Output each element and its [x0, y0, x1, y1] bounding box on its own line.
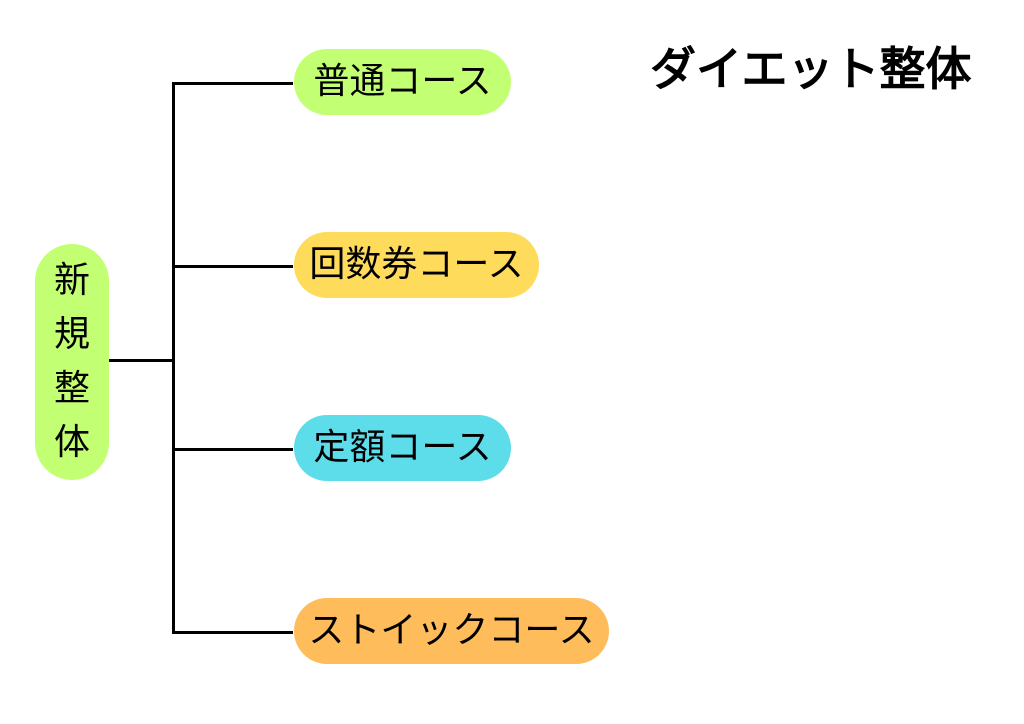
root-node-label: 新規整体 — [53, 260, 90, 463]
connector-branch-4 — [172, 631, 293, 634]
connector-branch-1 — [172, 82, 293, 85]
connector-root-to-trunk — [109, 359, 175, 362]
page-title: ダイエット整体 — [650, 42, 972, 96]
course-node-2-label: 回数券コース — [309, 244, 524, 285]
course-node-4: ストイックコース — [294, 598, 609, 664]
course-node-3-label: 定額コース — [313, 427, 492, 468]
connector-branch-2 — [172, 265, 293, 268]
course-node-1-label: 普通コース — [313, 61, 492, 102]
course-node-2: 回数券コース — [294, 232, 539, 298]
course-node-1: 普通コース — [294, 49, 511, 115]
connector-branch-3 — [172, 448, 293, 451]
root-node: 新規整体 — [35, 244, 109, 480]
course-node-3: 定額コース — [294, 415, 511, 481]
connector-vertical-trunk — [172, 82, 175, 633]
course-node-4-label: ストイックコース — [308, 610, 595, 651]
